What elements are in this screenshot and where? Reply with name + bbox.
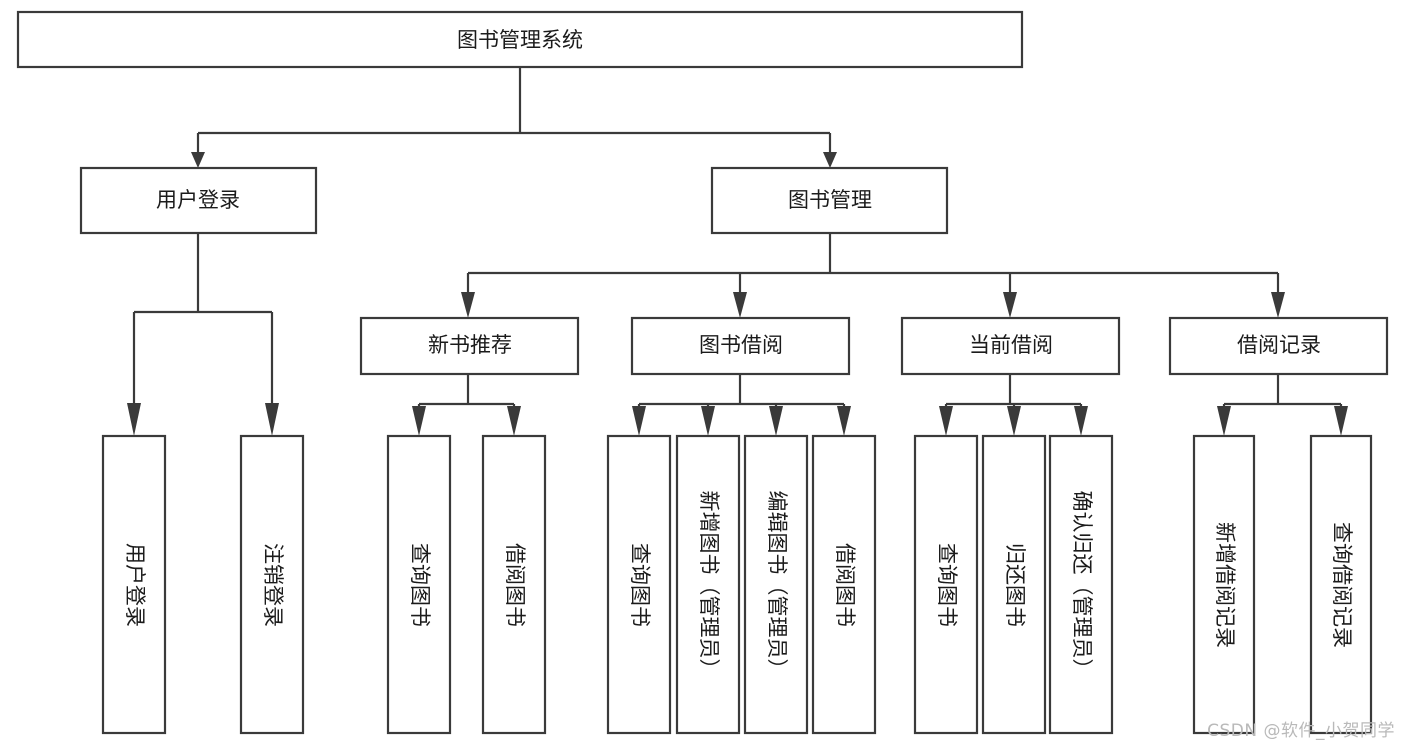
leaf-query-book-b[interactable]: 查询图书 (606, 434, 672, 735)
arrow-to-leaf-return-book (1007, 406, 1021, 436)
node-book-borrow-box[interactable] (630, 316, 851, 376)
node-current-borrow-label: 当前借阅 (969, 333, 1053, 357)
node-user-login-box[interactable] (79, 166, 318, 235)
leaf-borrow-book-a-box[interactable] (481, 434, 547, 735)
leaf-edit-book[interactable]: 编辑图书（管理员） (743, 434, 809, 735)
arrow-to-leaf-add-book (701, 406, 715, 436)
arrow-to-leaf-edit-book (769, 406, 783, 436)
leaf-query-book-c-box[interactable] (913, 434, 979, 735)
node-borrow-record-label: 借阅记录 (1237, 333, 1321, 357)
arrow-to-leaf-borrow-book-b (837, 406, 851, 436)
leaf-borrow-book-b-label: 借阅图书 (833, 543, 857, 627)
node-book-borrow[interactable]: 图书借阅 (630, 316, 851, 376)
arrow-to-leaf-query-book-a (412, 406, 426, 436)
leaf-add-book-box[interactable] (675, 434, 741, 735)
arrow-to-leaf-logout (265, 403, 279, 436)
node-root-label: 图书管理系统 (457, 28, 583, 52)
node-new-book-recommend-box[interactable] (359, 316, 580, 376)
node-root[interactable]: 图书管理系统 (16, 10, 1024, 69)
arrow-to-current-borrow (1003, 292, 1017, 318)
leaf-return-book-box[interactable] (981, 434, 1047, 735)
leaf-query-record-box[interactable] (1309, 434, 1373, 735)
leaf-user-login[interactable]: 用户登录 (101, 434, 167, 735)
leaf-user-login-box[interactable] (101, 434, 167, 735)
node-book-manage[interactable]: 图书管理 (710, 166, 949, 235)
node-current-borrow[interactable]: 当前借阅 (900, 316, 1121, 376)
arrow-to-leaf-add-record (1217, 406, 1231, 436)
leaf-edit-book-box[interactable] (743, 434, 809, 735)
arrow-to-leaf-confirm-return (1074, 406, 1088, 436)
node-book-manage-label: 图书管理 (788, 188, 872, 212)
leaf-query-book-c[interactable]: 查询图书 (913, 434, 979, 735)
leaf-edit-book-label: 编辑图书（管理员） (765, 491, 789, 680)
leaf-borrow-book-a[interactable]: 借阅图书 (481, 434, 547, 735)
leaf-query-book-b-box[interactable] (606, 434, 672, 735)
leaf-confirm-return-label: 确认归还（管理员） (1070, 491, 1094, 680)
leaf-borrow-book-b[interactable]: 借阅图书 (811, 434, 877, 735)
leaf-query-record-label: 查询借阅记录 (1330, 522, 1354, 648)
leaf-add-record-box[interactable] (1192, 434, 1256, 735)
leaf-query-book-b-label: 查询图书 (628, 543, 652, 627)
leaf-query-record[interactable]: 查询借阅记录 (1309, 434, 1373, 735)
node-root-box[interactable] (16, 10, 1024, 69)
leaf-logout-box[interactable] (239, 434, 305, 735)
node-borrow-record-box[interactable] (1168, 316, 1389, 376)
leaf-return-book-label: 归还图书 (1003, 543, 1027, 627)
leaf-add-book[interactable]: 新增图书（管理员） (675, 434, 741, 735)
node-user-login[interactable]: 用户登录 (79, 166, 318, 235)
leaf-query-book-a[interactable]: 查询图书 (386, 434, 452, 735)
leaf-query-book-c-label: 查询图书 (935, 543, 959, 627)
leaf-confirm-return-box[interactable] (1048, 434, 1114, 735)
arrow-to-user-login (191, 152, 205, 168)
arrow-to-borrow-record (1271, 292, 1285, 318)
arrow-to-leaf-query-book-b (632, 406, 646, 436)
leaf-logout[interactable]: 注销登录 (239, 434, 305, 735)
arrow-to-leaf-borrow-book-a (507, 406, 521, 436)
arrow-to-book-manage (823, 152, 837, 168)
node-new-book-recommend-label: 新书推荐 (428, 333, 512, 357)
node-new-book-recommend[interactable]: 新书推荐 (359, 316, 580, 376)
leaf-logout-label: 注销登录 (261, 543, 285, 627)
leaf-user-login-label: 用户登录 (123, 543, 147, 627)
arrow-to-leaf-query-record (1334, 406, 1348, 436)
leaf-borrow-book-a-label: 借阅图书 (503, 543, 527, 627)
leaf-confirm-return[interactable]: 确认归还（管理员） (1048, 434, 1114, 735)
leaf-query-book-a-label: 查询图书 (408, 543, 432, 627)
node-book-borrow-label: 图书借阅 (699, 333, 783, 357)
leaf-add-record[interactable]: 新增借阅记录 (1192, 434, 1256, 735)
leaf-add-book-label: 新增图书（管理员） (697, 491, 721, 680)
arrow-to-leaf-query-book-c (939, 406, 953, 436)
node-book-manage-box[interactable] (710, 166, 949, 235)
node-borrow-record[interactable]: 借阅记录 (1168, 316, 1389, 376)
leaf-add-record-label: 新增借阅记录 (1213, 522, 1237, 648)
leaf-return-book[interactable]: 归还图书 (981, 434, 1047, 735)
arrow-to-new-book-recommend (461, 292, 475, 318)
arrow-to-book-borrow (733, 292, 747, 318)
leaf-borrow-book-b-box[interactable] (811, 434, 877, 735)
node-user-login-label: 用户登录 (156, 188, 240, 212)
node-current-borrow-box[interactable] (900, 316, 1121, 376)
arrow-to-leaf-user-login (127, 403, 141, 436)
leaf-query-book-a-box[interactable] (386, 434, 452, 735)
connector-layer (127, 67, 1348, 436)
